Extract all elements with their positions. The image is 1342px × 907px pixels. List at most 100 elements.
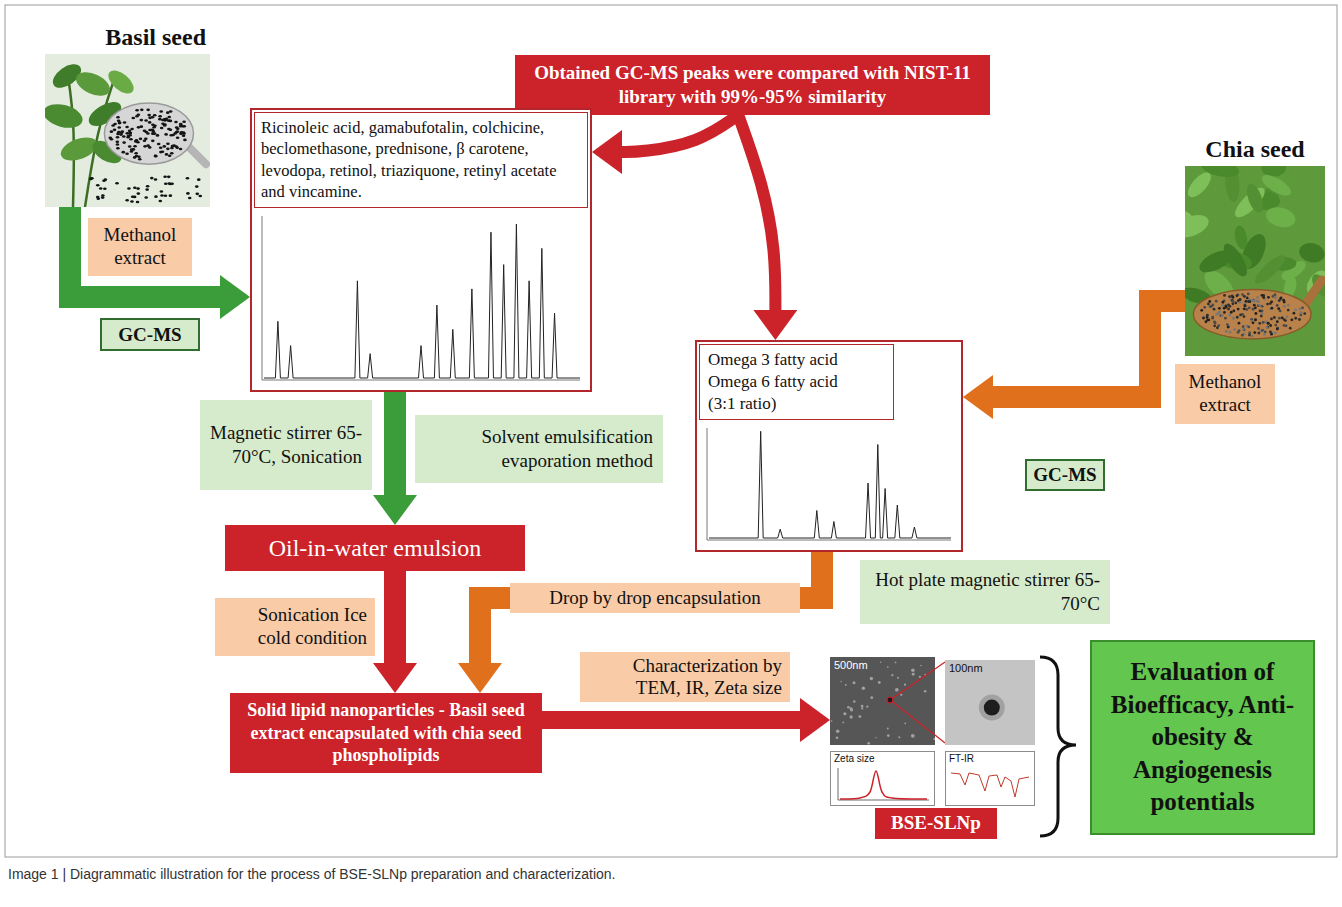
basil-seed (168, 154, 172, 157)
flow-arrow (70, 207, 220, 297)
chia-leaf (1199, 166, 1240, 180)
tem-image: 500nm (830, 657, 935, 745)
particle-dot (843, 712, 846, 715)
chia-seed (1269, 324, 1272, 327)
particle-halo (979, 695, 1005, 721)
basil-seed (110, 130, 114, 133)
zoom-line (890, 700, 935, 735)
comparison-box: Obtained GC-MS peaks were compared with … (515, 55, 990, 115)
particle-dot (842, 722, 844, 724)
chia-seed (1252, 308, 1255, 311)
chia-seed (1208, 300, 1211, 303)
chia-seed (1218, 307, 1221, 310)
outcome-box: Evaluation of Bioefficacy, Anti-obesity … (1090, 640, 1315, 835)
chia-seed (1262, 321, 1265, 324)
chia-seed (1259, 310, 1262, 313)
chia-seed (1270, 300, 1273, 303)
basil-seed (96, 196, 100, 199)
particle-dot (866, 705, 868, 707)
box-text: Drop by drop encapsulation (549, 587, 761, 610)
chia-seed (1228, 295, 1231, 298)
chia-seed (1247, 293, 1250, 296)
chia-seed (1267, 296, 1270, 299)
spoon-handle (1304, 280, 1322, 307)
plant-stem (67, 69, 74, 207)
chia-leaf (1244, 182, 1267, 215)
chia-seed (1241, 334, 1244, 337)
chia-leaf (1297, 241, 1325, 265)
chia-seed (1243, 304, 1246, 307)
chia-seed (1214, 322, 1217, 325)
basil-seed (169, 134, 173, 137)
chia-seed (1232, 296, 1235, 299)
basil-seed (163, 123, 167, 126)
basil-seed (167, 176, 171, 179)
particle-dot (867, 742, 870, 745)
chia-seed (1258, 322, 1261, 325)
basil-seed (139, 138, 143, 141)
chia-seed (1223, 294, 1226, 297)
basil-seed (120, 131, 124, 134)
tem-ground (945, 660, 1035, 745)
particle-dot (924, 690, 927, 693)
chia-seed (1276, 328, 1279, 331)
chia-seed (1257, 300, 1260, 303)
chia-seed (1270, 307, 1273, 310)
chia-seed (1223, 307, 1226, 310)
basil-seed (101, 194, 105, 197)
chia-seed (1221, 301, 1224, 304)
basil-seed (164, 133, 168, 136)
chia-seed (1227, 325, 1230, 328)
box-text: 100nm (949, 662, 1031, 674)
chia-seed (1242, 325, 1245, 328)
particle-dot (912, 673, 915, 676)
chia-seed (1276, 327, 1279, 330)
chia-seed (1280, 296, 1283, 299)
basil-seed (116, 116, 120, 119)
basil-seed (128, 132, 132, 135)
basil-seed (161, 119, 165, 122)
chia-seed (1261, 329, 1264, 332)
basil-seed (157, 143, 161, 146)
chia-seed (1254, 319, 1257, 322)
particle-dot (862, 686, 865, 689)
basil-seed (130, 128, 134, 131)
basil-seed (170, 182, 174, 185)
particle-dot (891, 674, 893, 676)
chia-seed (1221, 304, 1224, 307)
spoon-bowl (104, 103, 193, 164)
basil-seed (140, 119, 144, 122)
plot-ground (831, 752, 935, 806)
particle-dot (861, 705, 864, 708)
plot-axis (838, 768, 929, 800)
basil-seed (154, 178, 158, 181)
basil-seed (164, 194, 168, 197)
particle-dot (858, 715, 861, 718)
chia-seed (1237, 308, 1240, 311)
flow-arrow (542, 711, 800, 729)
basil-seed (146, 144, 150, 147)
basil-seed (167, 116, 171, 119)
chia-seed (1276, 320, 1279, 323)
basil-seed (179, 148, 183, 151)
chia-seed (1200, 309, 1203, 312)
basil-seed (169, 194, 173, 197)
basil-seed (163, 175, 167, 178)
basil-seed (151, 129, 155, 132)
basil-seed (182, 134, 186, 137)
basil-seed (166, 143, 170, 146)
chia-seed (1303, 312, 1306, 315)
chia-seed (1266, 303, 1269, 306)
chia-seed (1238, 322, 1241, 325)
basil-seed (188, 197, 192, 200)
chia-seed (1234, 302, 1237, 305)
basil-seed (158, 200, 162, 203)
chia-seed (1253, 304, 1256, 307)
basil-seed (118, 121, 122, 124)
basil-seed (174, 145, 178, 148)
basil-seed (195, 185, 199, 188)
basil-seed (159, 146, 163, 149)
basil-seed (146, 109, 150, 112)
basil-leaf (72, 67, 113, 100)
basil-seed (130, 200, 134, 203)
